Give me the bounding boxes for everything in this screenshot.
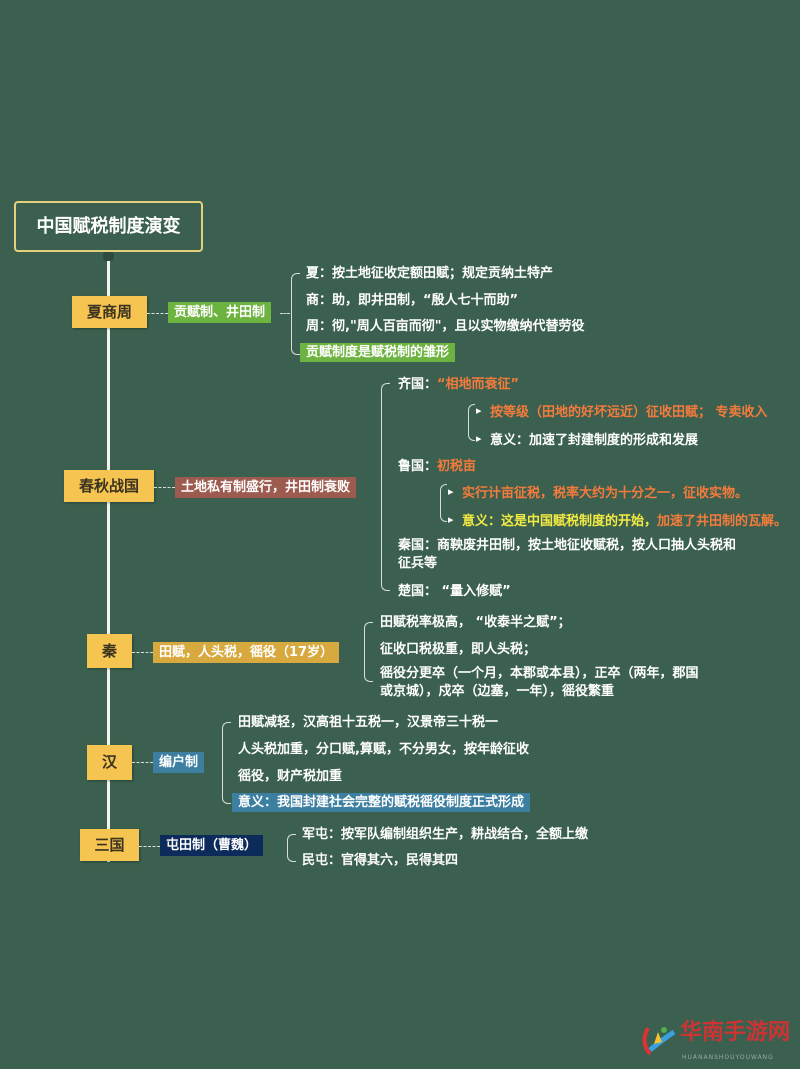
lu-meaning: 意义：这是中国赋税制度的开始，	[462, 514, 658, 529]
bracket	[364, 622, 373, 682]
qi-sub-item: 意义：加速了封建制度的形成和发展	[490, 433, 699, 448]
tag-xia[interactable]: 贡赋制、井田制	[168, 302, 272, 323]
arrow-icon: ▸	[448, 513, 454, 526]
qi-sub-item: 按等级（田地的好坏远近）征收田赋； 专卖收入	[490, 405, 768, 420]
lu-value: 初税亩	[437, 459, 477, 474]
tag-qin[interactable]: 田赋，人头税，徭役（17岁）	[153, 642, 340, 663]
arrow-icon: ▸	[448, 485, 454, 498]
watermark-text: 华南手游网	[680, 1020, 791, 1045]
item: 征收口税极重，即人头税；	[380, 642, 537, 657]
item: 商：助，即井田制，“殷人七十而助”	[306, 293, 519, 308]
connector	[132, 762, 153, 764]
arrow-icon: ▸	[476, 432, 482, 445]
qi-item: 齐国：“相地而衰征”	[398, 376, 519, 393]
lu-meaning-2: 加速了井田制的瓦解。	[657, 514, 788, 529]
lu-item: 鲁国：初税亩	[398, 458, 476, 475]
logo-icon	[642, 1027, 676, 1056]
era-sanguo[interactable]: 三国	[80, 829, 139, 861]
item: 周：彻,"周人百亩而彻"，且以实物缴纳代替劳役	[306, 319, 585, 334]
era-chunqiu-zhanguo[interactable]: 春秋战国	[64, 470, 154, 502]
item: 徭役分更卒（一个月，本郡或本县），正卒（两年，郡国	[380, 666, 699, 681]
item: 军屯：按军队编制组织生产，耕战结合，全额上缴	[302, 827, 589, 842]
highlight-item: 意义：我国封建社会完整的赋税徭役制度正式形成	[232, 793, 531, 812]
connector	[154, 487, 175, 489]
qi-label: 齐国：	[398, 377, 438, 392]
lu-sub-item: 实行计亩征税，税率大约为十分之一，征收实物。	[462, 486, 749, 501]
item: 田赋减轻，汉高祖十五税一，汉景帝三十税一	[238, 715, 499, 730]
qin-state-item: 秦国：商鞅废井田制，按土地征收赋税，按人口抽人头税和	[398, 538, 737, 553]
watermark-logo: 华南手游网 HUANANSHOUYOUWANG	[640, 1020, 790, 1064]
item: 人头税加重，分口赋,算赋，不分男女，按年龄征收	[238, 742, 529, 757]
tag-chunqiu[interactable]: 土地私有制盛行，井田制衰败	[175, 477, 357, 498]
item: 田赋税率极高， “收泰半之赋”；	[380, 615, 571, 630]
qi-value: “相地而衰征”	[437, 377, 520, 392]
bracket	[222, 722, 231, 804]
connector	[280, 313, 290, 315]
arrow-icon: ▸	[476, 404, 482, 417]
bracket	[381, 383, 390, 591]
item: 夏：按土地征收定额田赋；规定贡纳土特产	[306, 266, 554, 281]
era-han[interactable]: 汉	[87, 745, 132, 780]
connector	[139, 846, 160, 848]
connector	[147, 313, 168, 315]
qin-state-item-2: 征兵等	[398, 556, 438, 571]
chu-item: 楚国： “量入修赋”	[398, 584, 511, 599]
era-xia-shang-zhou[interactable]: 夏商周	[72, 296, 147, 328]
qin-state-block: 秦国：商鞅废井田制，按土地征收赋税，按人口抽人头税和 征兵等	[398, 537, 736, 573]
item: 或京城），戍卒（边塞，一年），徭役繁重	[380, 684, 615, 699]
lu-label: 鲁国：	[398, 459, 438, 474]
lu-sub-item: 意义：这是中国赋税制度的开始，加速了井田制的瓦解。	[462, 513, 787, 530]
item-block: 徭役分更卒（一个月，本郡或本县），正卒（两年，郡国 或京城），戍卒（边塞，一年）…	[380, 665, 699, 701]
tag-han[interactable]: 编户制	[153, 752, 205, 773]
tag-sanguo[interactable]: 屯田制（曹魏）	[160, 835, 264, 856]
era-qin[interactable]: 秦	[87, 634, 132, 668]
collapse-knob[interactable]	[103, 252, 114, 261]
bracket	[287, 834, 296, 862]
bracket	[440, 484, 447, 522]
bracket	[291, 273, 300, 355]
bracket	[468, 404, 475, 441]
trunk-line	[107, 252, 110, 862]
item: 民屯：官得其六，民得其四	[302, 853, 459, 868]
connector	[132, 652, 153, 654]
root-title: 中国赋税制度演变	[14, 201, 203, 252]
watermark-subtext: HUANANSHOUYOUWANG	[682, 1054, 774, 1061]
highlight-item: 贡赋制度是赋税制的雏形	[300, 343, 456, 362]
item: 徭役，财产税加重	[238, 769, 343, 784]
